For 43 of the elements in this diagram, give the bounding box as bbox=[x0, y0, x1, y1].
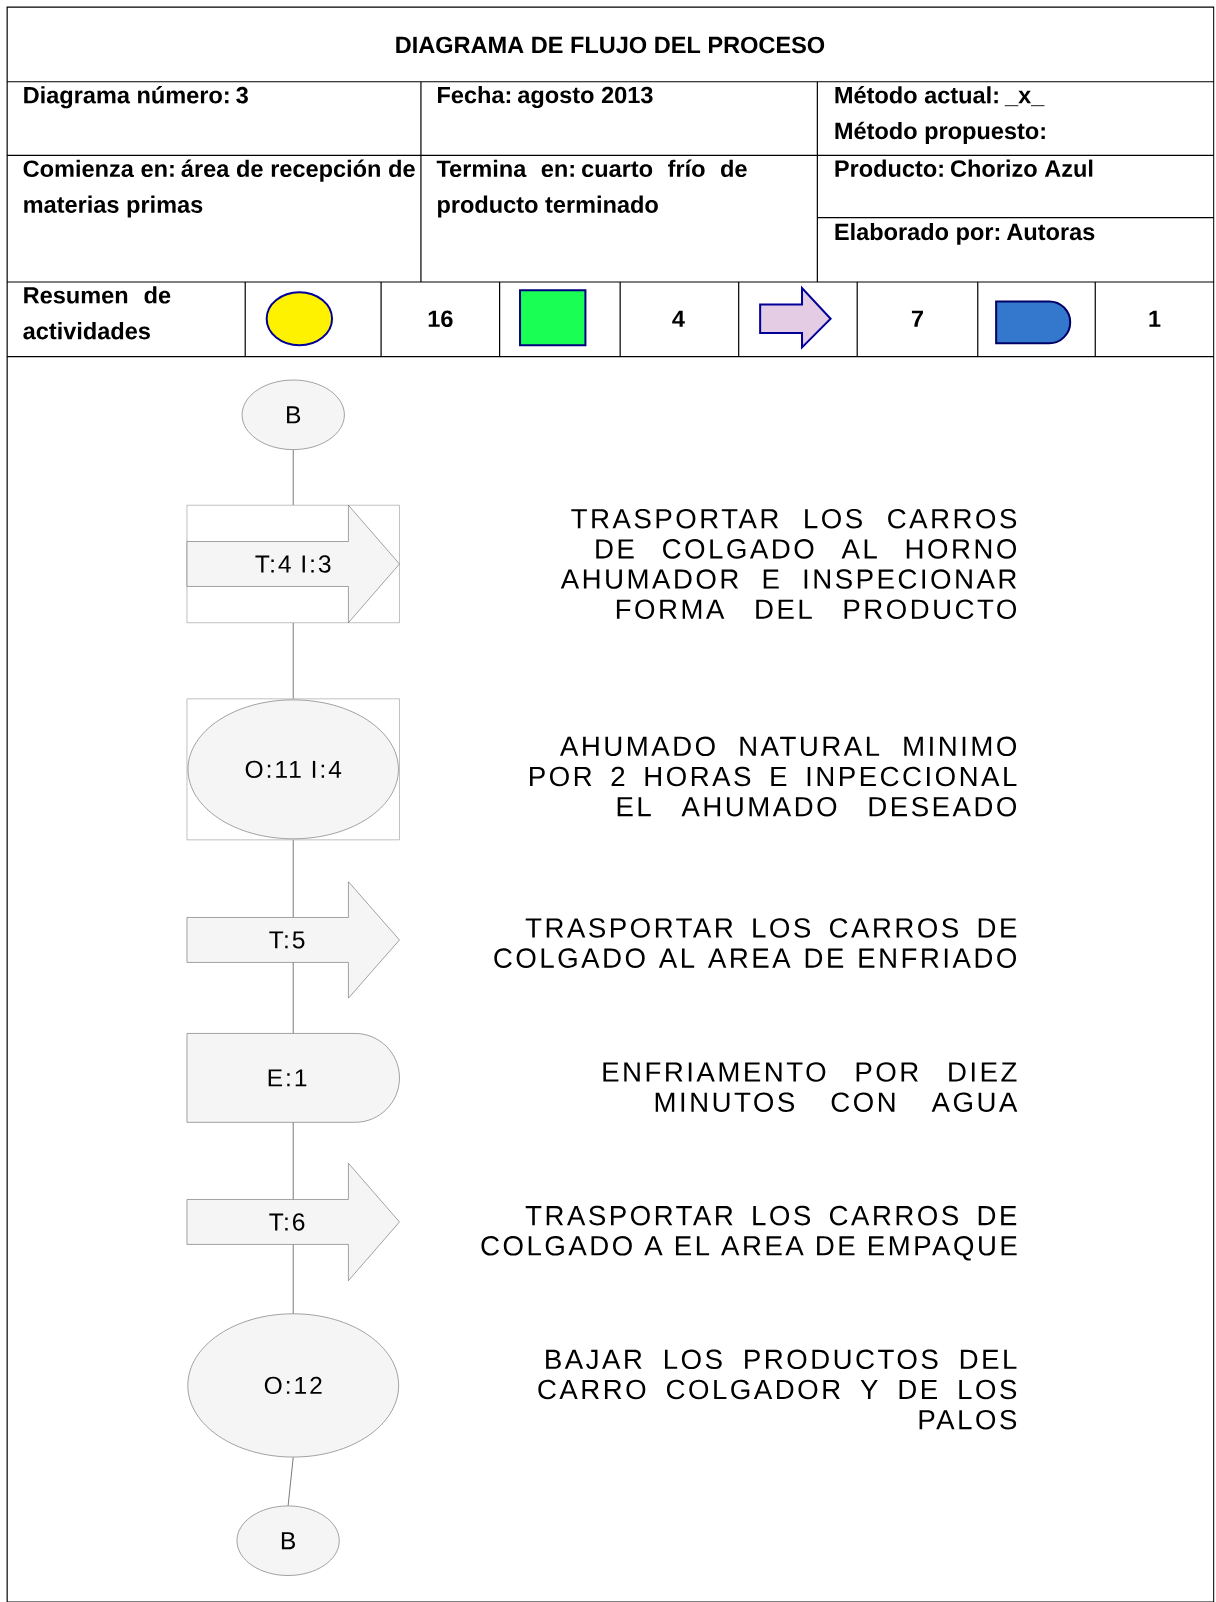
node-label: B bbox=[282, 1532, 296, 1550]
delay-symbol bbox=[186, 1033, 400, 1123]
connector-line bbox=[287, 1456, 294, 1506]
count-number: 1 bbox=[1149, 310, 1161, 327]
step-description: ENFRIAMENTO POR DIEZ MINUTOS CON AGUA bbox=[603, 1062, 1018, 1112]
operation-symbol bbox=[187, 1313, 400, 1458]
node-label: E:1 bbox=[268, 1069, 307, 1087]
step-description: TRASPORTAR LOS CARROS DE COLGADO A EL AREA DE EMPAQUE bbox=[481, 1205, 1017, 1261]
connector-circle bbox=[236, 1505, 340, 1576]
cell-text: Método propuesto: bbox=[835, 121, 1045, 144]
connector-line bbox=[292, 449, 294, 506]
transport-arrow-symbol bbox=[186, 1162, 400, 1281]
node-label: O:12 bbox=[264, 1376, 322, 1395]
connector-line bbox=[292, 839, 294, 918]
connector-circle bbox=[241, 379, 345, 450]
step-description: BAJAR LOS PRODUCTOS DEL CARRO COLGADOR Y DE LOS PALOS bbox=[538, 1349, 1017, 1430]
cell-text: Producto: Chorizo Azul bbox=[835, 159, 1093, 177]
connector-line bbox=[292, 1244, 294, 1314]
node-label: B bbox=[287, 406, 301, 424]
count-number: 16 bbox=[428, 310, 453, 328]
cell-text: Diagrama número: 3 bbox=[24, 86, 248, 109]
connector-line bbox=[292, 622, 294, 699]
node-label: T:5 bbox=[269, 931, 305, 949]
cell-text: Termina en: cuarto frío de producto terminado bbox=[436, 159, 747, 218]
connector-line bbox=[292, 962, 294, 1034]
cell-text: Método actual: _x_ bbox=[835, 86, 1045, 107]
node-label: O:11 I:4 bbox=[245, 760, 342, 779]
combined-activity-symbol bbox=[186, 698, 400, 841]
combined-activity-symbol bbox=[186, 504, 400, 623]
cell-text: Elaborado por: Autoras bbox=[835, 222, 1095, 245]
node-label: T:6 bbox=[269, 1213, 305, 1231]
cell-text: Resumen de actividades bbox=[23, 286, 171, 340]
cell-text: Comienza en: área de recepción de materias primas bbox=[23, 159, 415, 218]
count-number: 7 bbox=[912, 310, 924, 327]
step-description: AHUMADO NATURAL MINIMO POR 2 HORAS E INPECCIONAL EL AHUMADO DESEADO bbox=[530, 736, 1017, 817]
transport-arrow-symbol bbox=[186, 881, 400, 999]
cell-text: Fecha: agosto 2013 bbox=[438, 86, 653, 109]
step-description: TRASPORTAR LOS CARROS DE COLGADO AL AREA DE ENFRIADO bbox=[494, 918, 1017, 968]
step-description: TRASPORTAR LOS CARROS DE COLGADO AL HORNO AHUMADOR E INSPECIONAR FORMA DEL PRODUCTO bbox=[560, 508, 1017, 620]
node-label: T:4 I:3 bbox=[255, 555, 331, 573]
count-number: 4 bbox=[672, 310, 685, 327]
title: DIAGRAMA DE FLUJO DEL PROCESO bbox=[396, 36, 825, 54]
connector-line bbox=[292, 1122, 294, 1200]
